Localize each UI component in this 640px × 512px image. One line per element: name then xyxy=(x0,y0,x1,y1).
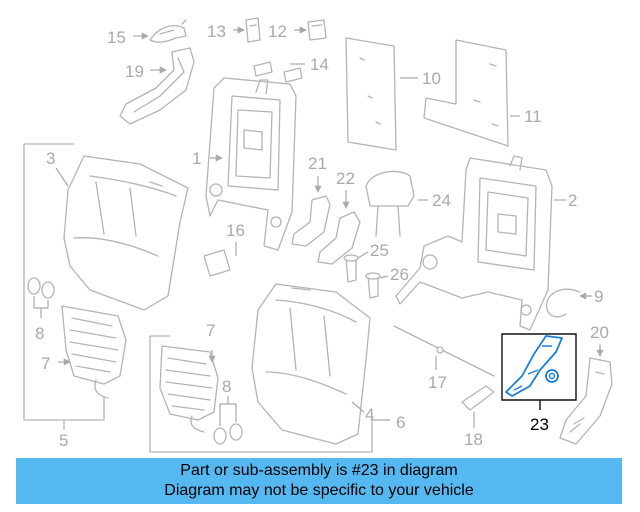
callout-18: 18 xyxy=(464,430,483,449)
part-24-headrest[interactable] xyxy=(365,170,415,237)
part-18-clip[interactable] xyxy=(461,385,495,411)
callout-14: 14 xyxy=(310,55,329,74)
callout-15: 15 xyxy=(107,28,126,47)
part-9-wire[interactable] xyxy=(546,288,581,318)
part-20-side-cover[interactable] xyxy=(559,357,613,445)
callout-20: 20 xyxy=(590,323,609,342)
callout-13: 13 xyxy=(207,22,226,41)
group-box-23 xyxy=(501,333,577,401)
part-23-bracket[interactable] xyxy=(505,335,563,397)
callout-8a: 8 xyxy=(35,324,44,343)
part-14-clips[interactable] xyxy=(253,61,303,83)
part-17-rod[interactable] xyxy=(393,325,495,377)
leader-25 xyxy=(357,251,369,259)
callout-4: 4 xyxy=(365,405,374,424)
leader-3 xyxy=(55,167,69,187)
part-4-seat-cushion[interactable] xyxy=(251,283,371,445)
part-12-clip[interactable] xyxy=(307,19,327,41)
callout-25: 25 xyxy=(370,241,389,260)
callout-19: 19 xyxy=(125,62,144,81)
callout-10: 10 xyxy=(422,69,441,88)
group-box-6 xyxy=(149,335,373,453)
callout-7a: 7 xyxy=(41,354,50,373)
callout-12: 12 xyxy=(268,22,287,41)
part-7-heater-mat-lower[interactable] xyxy=(159,345,219,433)
part-10-back-panel[interactable] xyxy=(345,37,397,151)
callout-23: 23 xyxy=(530,415,549,434)
leader-4 xyxy=(351,401,365,413)
banner-line-1: Part or sub-assembly is #23 in diagram xyxy=(180,462,458,479)
callout-24: 24 xyxy=(432,191,451,210)
callout-5: 5 xyxy=(59,431,68,450)
callout-17: 17 xyxy=(428,373,447,392)
callout-6: 6 xyxy=(396,413,405,432)
part-13-clip[interactable] xyxy=(245,17,261,43)
callout-26: 26 xyxy=(390,265,409,284)
leader-8b xyxy=(219,396,237,426)
callout-2: 2 xyxy=(568,191,577,210)
part-26-guide[interactable] xyxy=(365,272,381,299)
leader-8a xyxy=(33,296,49,318)
part-21-cover[interactable] xyxy=(291,195,331,247)
part-22-cover[interactable] xyxy=(317,211,361,265)
callout-3: 3 xyxy=(46,149,55,168)
part-25-guide[interactable] xyxy=(343,254,359,283)
callout-8b: 8 xyxy=(222,377,231,396)
part-11-back-panel[interactable] xyxy=(423,39,509,147)
part-8-discs-lower[interactable] xyxy=(213,423,243,445)
info-banner: Part or sub-assembly is #23 in diagram D… xyxy=(16,458,622,504)
leader-26 xyxy=(379,275,389,279)
part-7-heater-mat[interactable] xyxy=(61,305,127,399)
part-19-cover[interactable] xyxy=(119,47,195,125)
banner-line-2: Diagram may not be specific to your vehi… xyxy=(164,482,474,499)
part-16-knob[interactable] xyxy=(203,249,231,277)
callout-9: 9 xyxy=(594,287,603,306)
part-2-seat-frame[interactable] xyxy=(395,155,553,331)
part-15-clip[interactable] xyxy=(149,19,187,43)
callout-7b: 7 xyxy=(206,321,215,340)
callout-16: 16 xyxy=(226,221,245,240)
part-8-discs[interactable] xyxy=(27,277,55,299)
callout-22: 22 xyxy=(336,169,355,188)
callout-1: 1 xyxy=(192,149,201,168)
part-3-cushion[interactable] xyxy=(63,155,189,311)
part-1-seat-frame[interactable] xyxy=(205,77,297,251)
callout-11: 11 xyxy=(524,107,542,126)
callout-21: 21 xyxy=(308,154,327,173)
